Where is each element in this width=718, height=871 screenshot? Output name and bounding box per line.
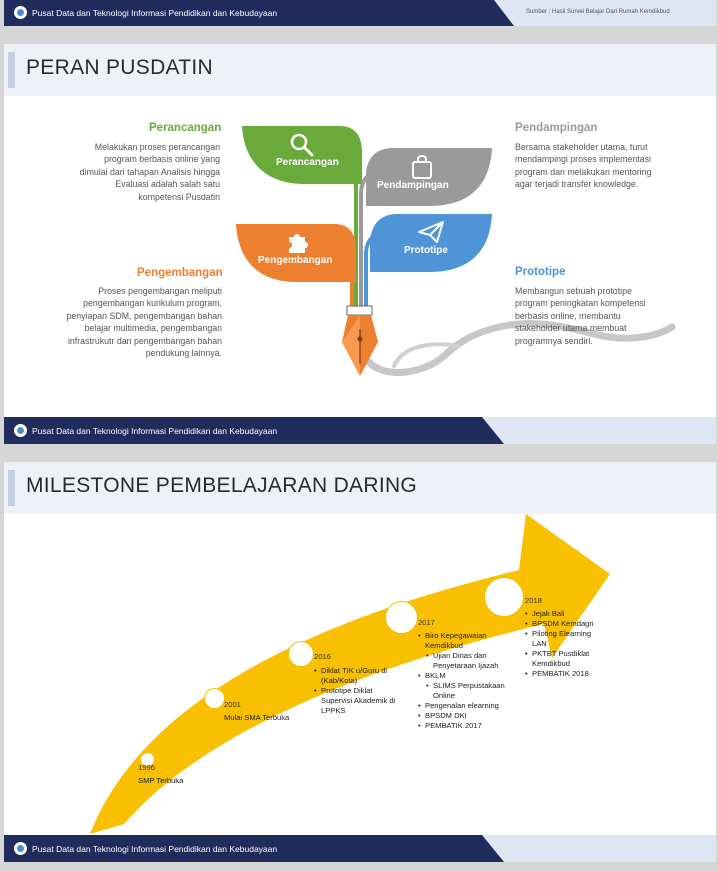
- list-item: Ujian Dinas dan Penyetaraan Ijazah: [418, 651, 510, 671]
- milestone-year-2018: 2018: [525, 596, 542, 605]
- slide-milestone: MILESTONE PEMBELAJARAN DARING 1996 SMP T…: [4, 462, 716, 862]
- list-item: BPSDM DKI: [418, 711, 510, 721]
- milestone-marker-2017: [385, 601, 418, 634]
- header-source: Sumber : Hasil Survei Belajar Dari Rumah…: [526, 9, 670, 15]
- pengembangan-heading: Pengembangan: [137, 267, 223, 279]
- list-item: BKLM: [418, 671, 510, 681]
- perancangan-heading: Perancangan: [149, 122, 222, 134]
- pendampingan-text: Bersama stakeholder utama, turut mendamp…: [515, 142, 652, 190]
- leaf-perancangan: [242, 126, 362, 184]
- slide2-footer-text: Pusat Data dan Teknologi Informasi Pendi…: [32, 844, 278, 854]
- top-header: Pusat Data dan Teknologi Informasi Pendi…: [4, 0, 716, 26]
- milestone-arrow: [90, 514, 610, 834]
- list-item: SLIMS Perpustakaan Online: [418, 681, 510, 701]
- slide1-footer: Pusat Data dan Teknologi Informasi Pendi…: [4, 417, 716, 444]
- puzzle-icon: [289, 234, 308, 253]
- shopping-bag-icon: [412, 155, 432, 179]
- list-item: PKTBT Pusdiklat Kemdikbud: [525, 649, 597, 669]
- list-item: Pengenalan elearning: [418, 701, 510, 711]
- leaf-label-pengembangan: Pengembangan: [258, 255, 333, 266]
- kemdikbud-logo: [14, 6, 27, 19]
- milestone-year-1996: 1996: [138, 763, 155, 772]
- milestone-list-2017: Biro Kepegawaian Kemdikbud Ujian Dinas d…: [418, 631, 510, 731]
- slide-peran-pusdatin: PERAN PUSDATIN Perancangan Melakukan pro…: [4, 44, 716, 444]
- milestone-marker-2018: [484, 577, 524, 617]
- perancangan-text: Melakukan proses perancangan program ber…: [79, 142, 220, 202]
- kemdikbud-logo: [14, 424, 27, 437]
- paper-plane-icon: [418, 221, 444, 243]
- pendampingan-heading: Pendampingan: [515, 122, 598, 134]
- list-item: Piloting Elearning LAN: [525, 629, 597, 649]
- slide2-title: MILESTONE PEMBELAJARAN DARING: [26, 474, 418, 497]
- milestone-year-2001: 2001: [224, 700, 241, 709]
- search-icon: [290, 133, 314, 157]
- leaf-prototipe: [370, 214, 492, 272]
- milestone-year-2017: 2017: [418, 618, 435, 627]
- milestone-list-2018: Jejak Bali BPSDM Kemdagri Piloting Elear…: [525, 609, 597, 679]
- leaf-label-pendampingan: Pendampingan: [377, 180, 449, 191]
- milestone-marker-1996: [140, 752, 155, 767]
- milestone-item: Mulai SMA Terbuka: [224, 713, 290, 722]
- prototipe-heading: Prototipe: [515, 266, 566, 278]
- milestone-list-2016: Diklat TIK u/Guru di (Kab/Kota) Prototip…: [314, 666, 396, 716]
- milestone-item: SMP Terbuka: [138, 776, 184, 785]
- list-item: BPSDM Kemdagri: [525, 619, 597, 629]
- leaf-label-prototipe: Prototipe: [404, 245, 448, 256]
- ink-swirl: [365, 320, 676, 376]
- slide1-title-band: PERAN PUSDATIN: [4, 44, 716, 96]
- pen-tree-graphic: [236, 126, 492, 376]
- list-item: Biro Kepegawaian Kemdikbud: [418, 631, 510, 651]
- milestone-marker-2016: [288, 641, 314, 667]
- list-item: Diklat TIK u/Guru di (Kab/Kota): [314, 666, 396, 686]
- slide2-footer: Pusat Data dan Teknologi Informasi Pendi…: [4, 835, 716, 862]
- pengembangan-text: Proses pengembangan meliputi pengembanga…: [66, 286, 222, 359]
- list-item: Jejak Bali: [525, 609, 597, 619]
- leaf-label-perancangan: Perancangan: [276, 157, 339, 168]
- list-item: PEMBATIK 2017: [418, 721, 510, 731]
- list-item: Prototipe Diklat Supervisi Akademik di L…: [314, 686, 396, 716]
- slide2-title-band: MILESTONE PEMBELAJARAN DARING: [4, 462, 716, 514]
- header-title: Pusat Data dan Teknologi Informasi Pendi…: [32, 8, 278, 18]
- kemdikbud-logo: [14, 842, 27, 855]
- slide1-title: PERAN PUSDATIN: [26, 56, 214, 79]
- slide1-footer-text: Pusat Data dan Teknologi Informasi Pendi…: [32, 426, 278, 436]
- milestone-marker-2001: [204, 688, 225, 709]
- list-item: PEMBATIK 2018: [525, 669, 597, 679]
- milestone-year-2016: 2016: [314, 652, 331, 661]
- prototipe-text: Membangun sebuah prototipe program penin…: [515, 286, 646, 346]
